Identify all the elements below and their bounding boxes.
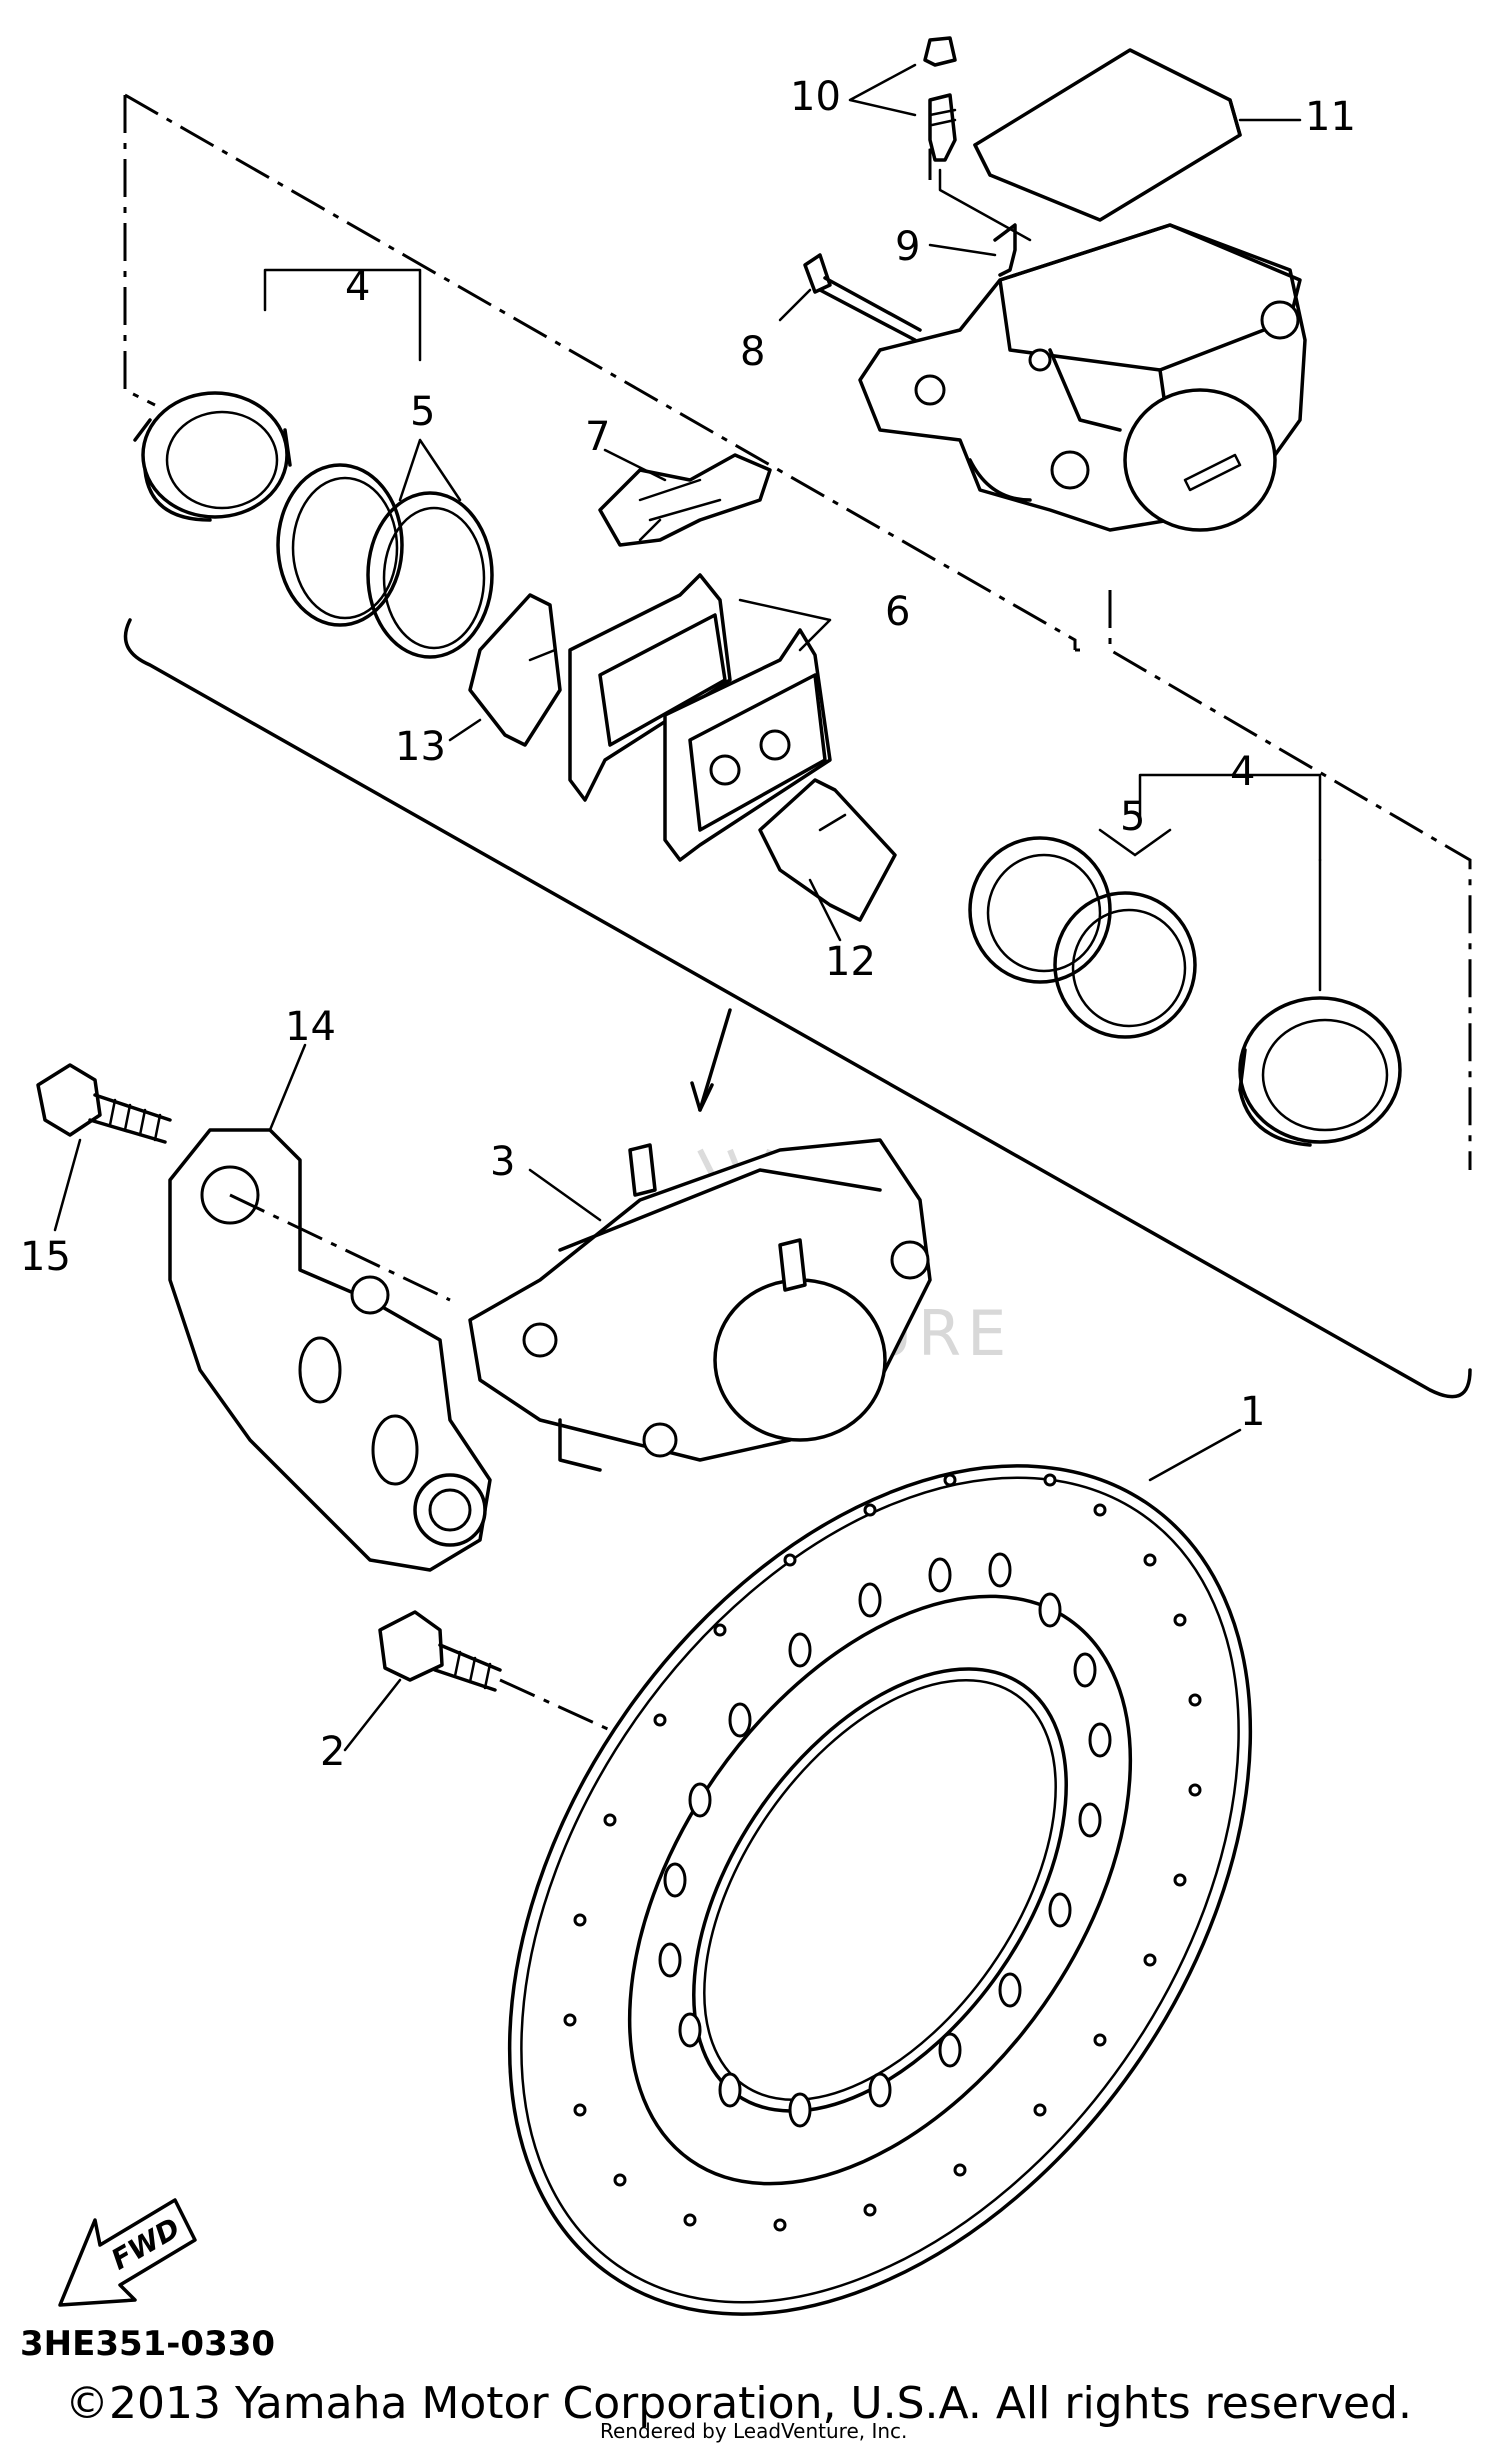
callout-5-left: 5 — [410, 389, 435, 435]
caliper-bracket — [168, 1128, 492, 1572]
callout-8: 8 — [740, 329, 765, 375]
callout-10: 10 — [790, 74, 841, 120]
leader-9 — [928, 243, 997, 257]
piston-seal-right-2 — [1053, 891, 1197, 1039]
callout-labels: 1 2 3 4 4 5 5 6 7 8 9 10 11 12 13 14 15 — [20, 74, 1356, 1775]
callout-4-right: 4 — [1230, 749, 1255, 795]
pad-shim-12 — [758, 778, 897, 922]
callout-11: 11 — [1305, 94, 1356, 140]
leader-1 — [1148, 1428, 1242, 1482]
callout-3: 3 — [490, 1139, 515, 1185]
callout-1: 1 — [1240, 1389, 1265, 1435]
leader-15 — [53, 1138, 82, 1232]
piston-right — [1238, 996, 1402, 1147]
pad-shim-13 — [468, 593, 562, 747]
exploded-group-outline — [123, 93, 1472, 1399]
leader-5-left — [398, 438, 462, 502]
leader-14 — [268, 1043, 307, 1132]
callout-15: 15 — [20, 1234, 71, 1280]
callout-14: 14 — [285, 1004, 336, 1050]
callout-13: 13 — [395, 724, 446, 770]
leader-4-right — [1138, 773, 1322, 862]
leader-10 — [848, 63, 917, 117]
caliper-exploded — [858, 223, 1307, 532]
rendered-by-notice: Rendered by LeadVenture, Inc. — [600, 2419, 907, 2443]
callout-7: 7 — [585, 414, 610, 460]
piston-seal-left-1 — [276, 463, 404, 627]
callout-4-left: 4 — [345, 264, 370, 310]
bracket-bolt — [36, 1063, 172, 1144]
fwd-arrow-icon: FWD — [58, 2198, 197, 2307]
disc-vent-holes — [563, 1473, 1202, 2232]
leader-2 — [343, 1678, 402, 1752]
piston-seal-right-1 — [968, 836, 1112, 984]
leader-10-drop — [938, 168, 1032, 242]
piston-left — [133, 391, 292, 522]
leader-6 — [738, 598, 832, 652]
callout-2: 2 — [320, 1729, 345, 1775]
retaining-clip — [993, 223, 1017, 277]
callout-6: 6 — [885, 589, 910, 635]
leader-4-left — [263, 268, 422, 362]
brake-pad-1 — [568, 573, 732, 802]
bleed-screw-cap — [923, 36, 957, 162]
leader-5-right — [1098, 828, 1172, 857]
leader-7 — [603, 448, 667, 482]
bracket-alignment-line — [229, 1193, 451, 1302]
pad-pin — [803, 253, 922, 342]
brake-pad-2 — [663, 628, 832, 862]
brake-disc — [507, 1464, 1253, 2316]
disc-bolt-alignment-line — [499, 1678, 611, 1732]
leader-12 — [808, 878, 842, 942]
piston-seal-left-2 — [366, 491, 494, 659]
caliper-assembly — [468, 1138, 932, 1472]
disc-bolt — [378, 1610, 502, 1692]
callout-12: 12 — [825, 939, 876, 985]
leader-3 — [528, 1168, 602, 1222]
brake-pad-cover — [973, 48, 1242, 222]
disc-mounting-holes — [658, 1552, 1112, 2128]
pad-spring — [598, 453, 772, 547]
leader-8 — [778, 288, 812, 322]
leader-13 — [448, 718, 482, 742]
callout-5-right: 5 — [1120, 794, 1145, 840]
callout-9: 9 — [895, 224, 920, 270]
diagram-code: 3HE351-0330 — [20, 2324, 275, 2364]
copyright-notice: ©2013 Yamaha Motor Corporation, U.S.A. A… — [65, 2378, 1412, 2429]
